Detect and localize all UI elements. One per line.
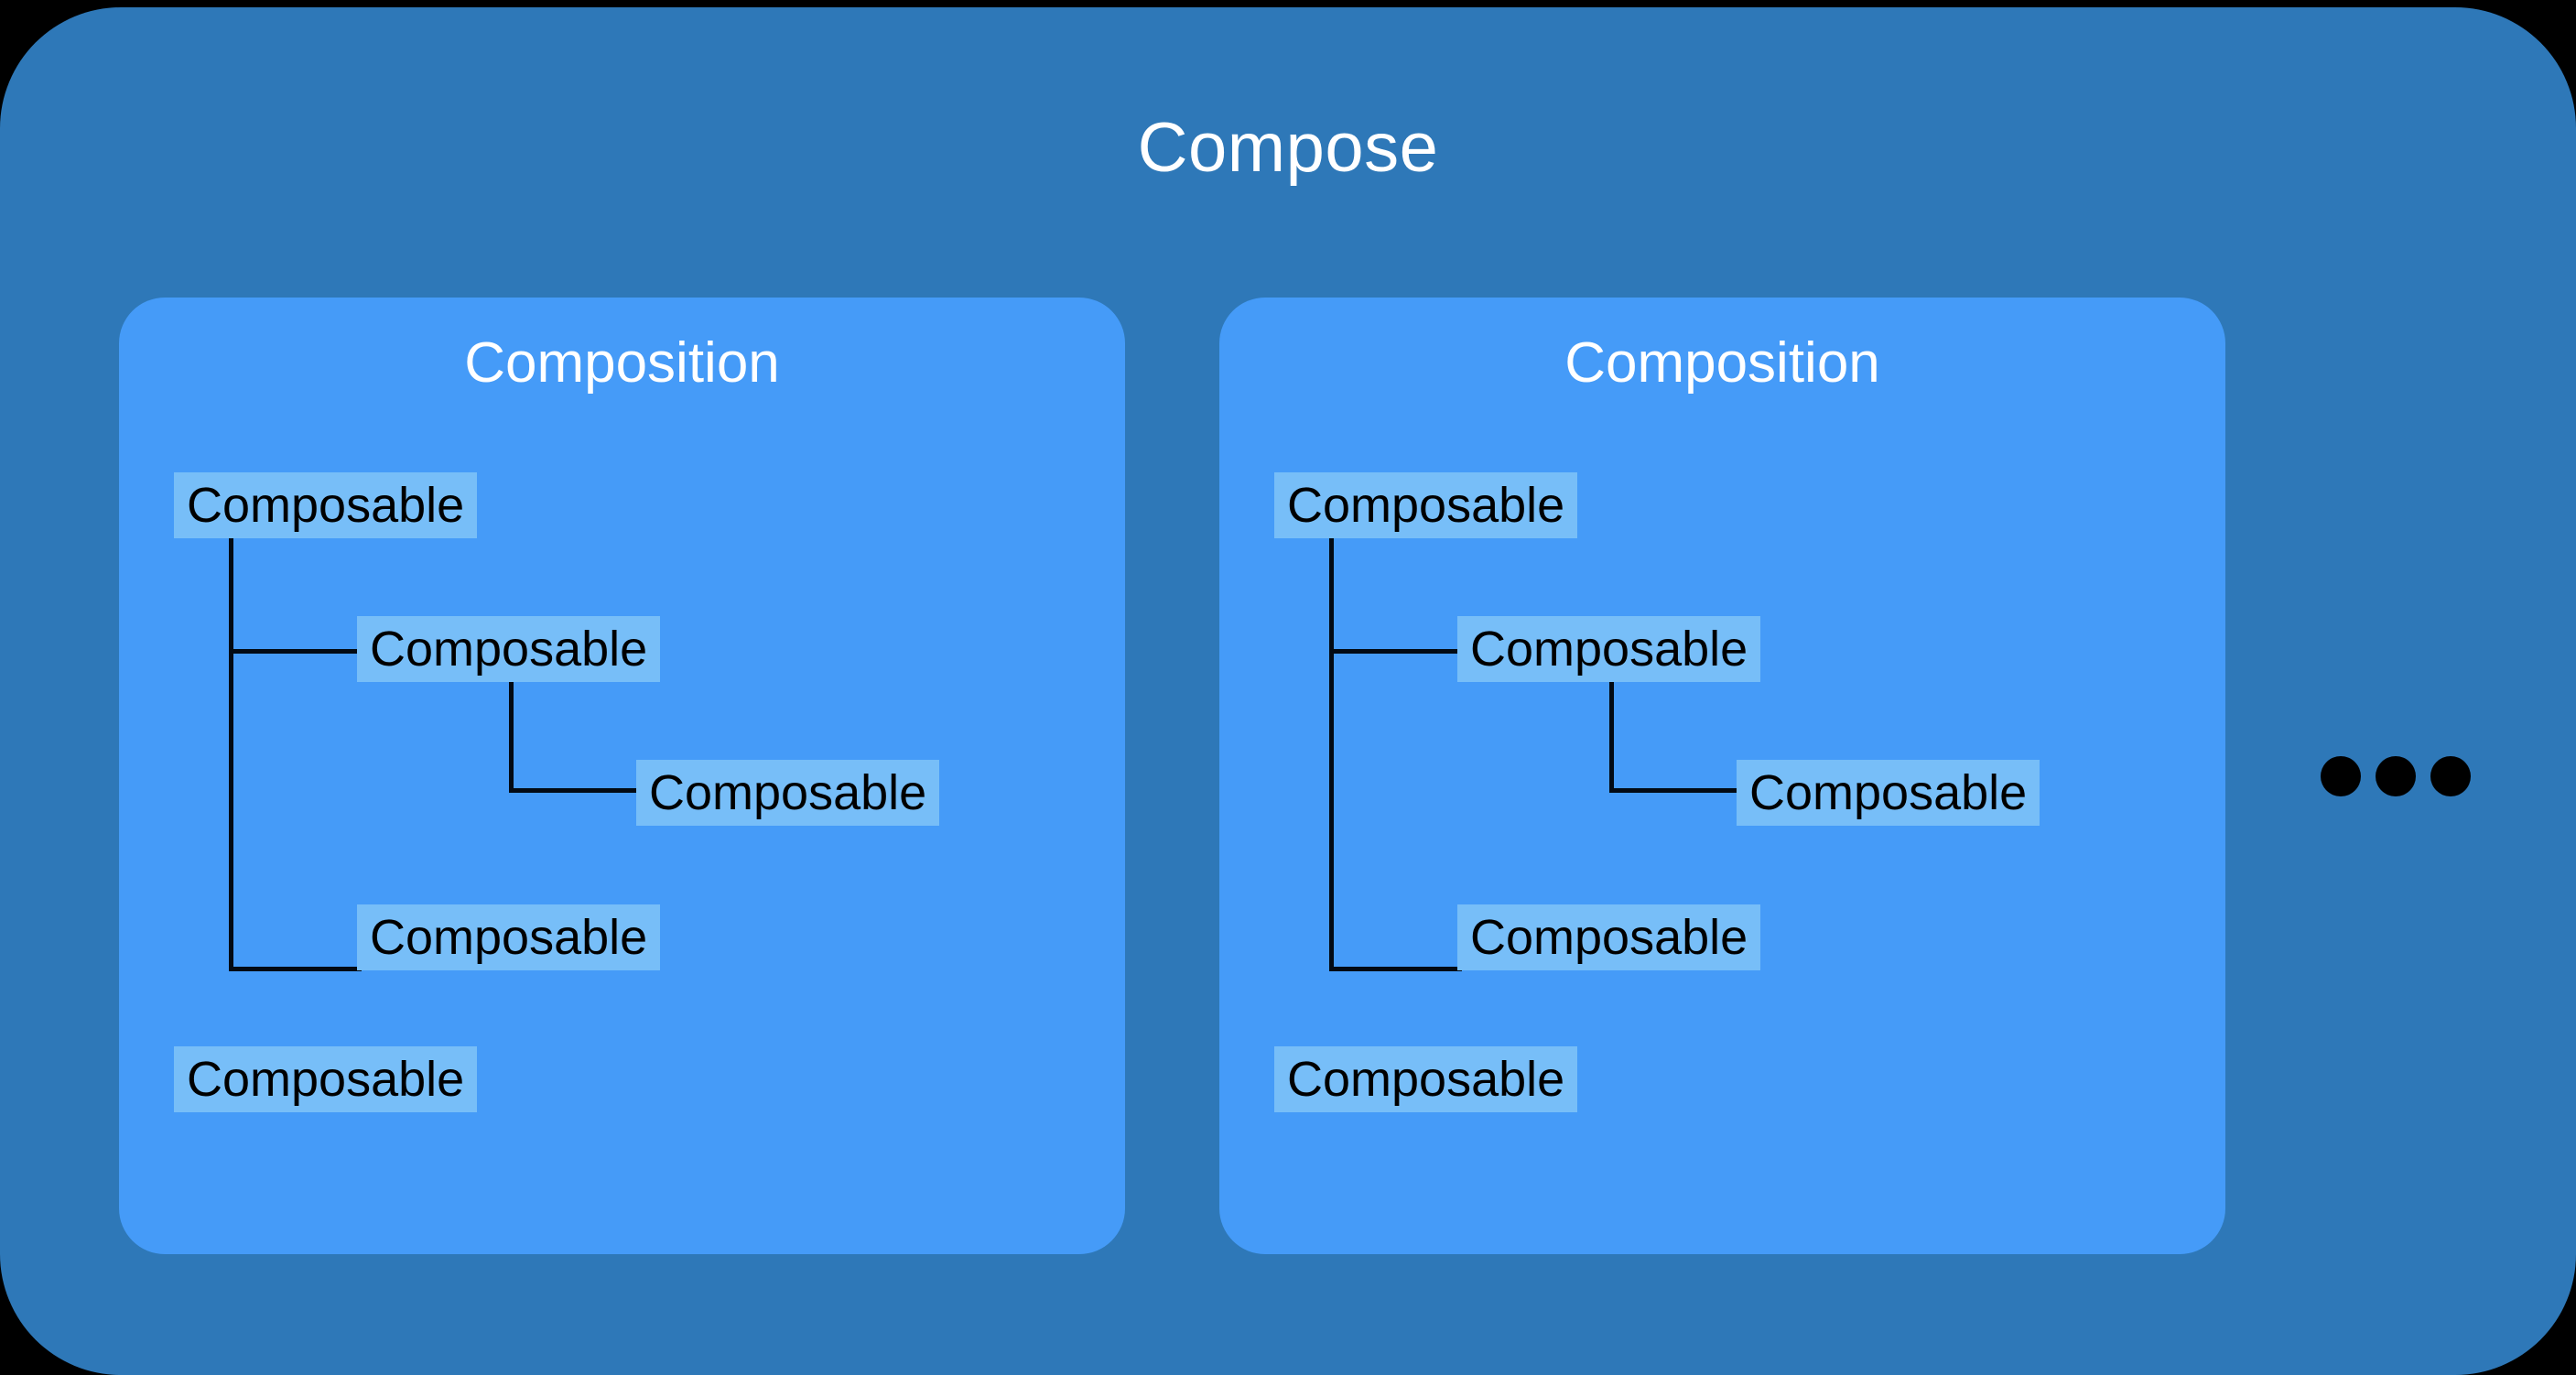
composable-node[interactable]: Composable [174,1046,478,1112]
tree-subbranch-line [1609,788,1742,793]
composable-node[interactable]: Composable [636,760,940,826]
ellipsis-dot-icon [2376,756,2416,796]
composable-node[interactable]: Composable [1457,904,1761,970]
composable-node[interactable]: Composable [174,472,478,538]
composable-node[interactable]: Composable [357,616,661,682]
composition-title: Composition [464,331,780,395]
composable-node[interactable]: Composable [1457,616,1761,682]
compose-title: Compose [1137,109,1439,187]
tree-trunk-line [229,538,233,971]
tree-branch-line [229,649,362,654]
ellipsis-dot-icon [2321,756,2361,796]
tree-branch-line [1329,967,1462,971]
tree-subtrunk-line [509,682,514,793]
tree-trunk-line [1329,538,1334,971]
tree-branch-line [229,967,362,971]
composition-panel: Composition Composable Composable Compos… [1219,298,2225,1254]
composition-panel: Composition Composable Composable Compos… [119,298,1125,1254]
tree-subbranch-line [509,788,642,793]
composition-title: Composition [1564,331,1880,395]
more-compositions-ellipsis-icon [2321,756,2471,796]
composable-node[interactable]: Composable [357,904,661,970]
compose-container: Compose Composition Composable Composabl… [0,7,2576,1375]
composable-node[interactable]: Composable [1274,472,1578,538]
tree-branch-line [1329,649,1462,654]
composable-node[interactable]: Composable [1737,760,2040,826]
ellipsis-dot-icon [2430,756,2471,796]
tree-subtrunk-line [1609,682,1614,793]
composable-node[interactable]: Composable [1274,1046,1578,1112]
